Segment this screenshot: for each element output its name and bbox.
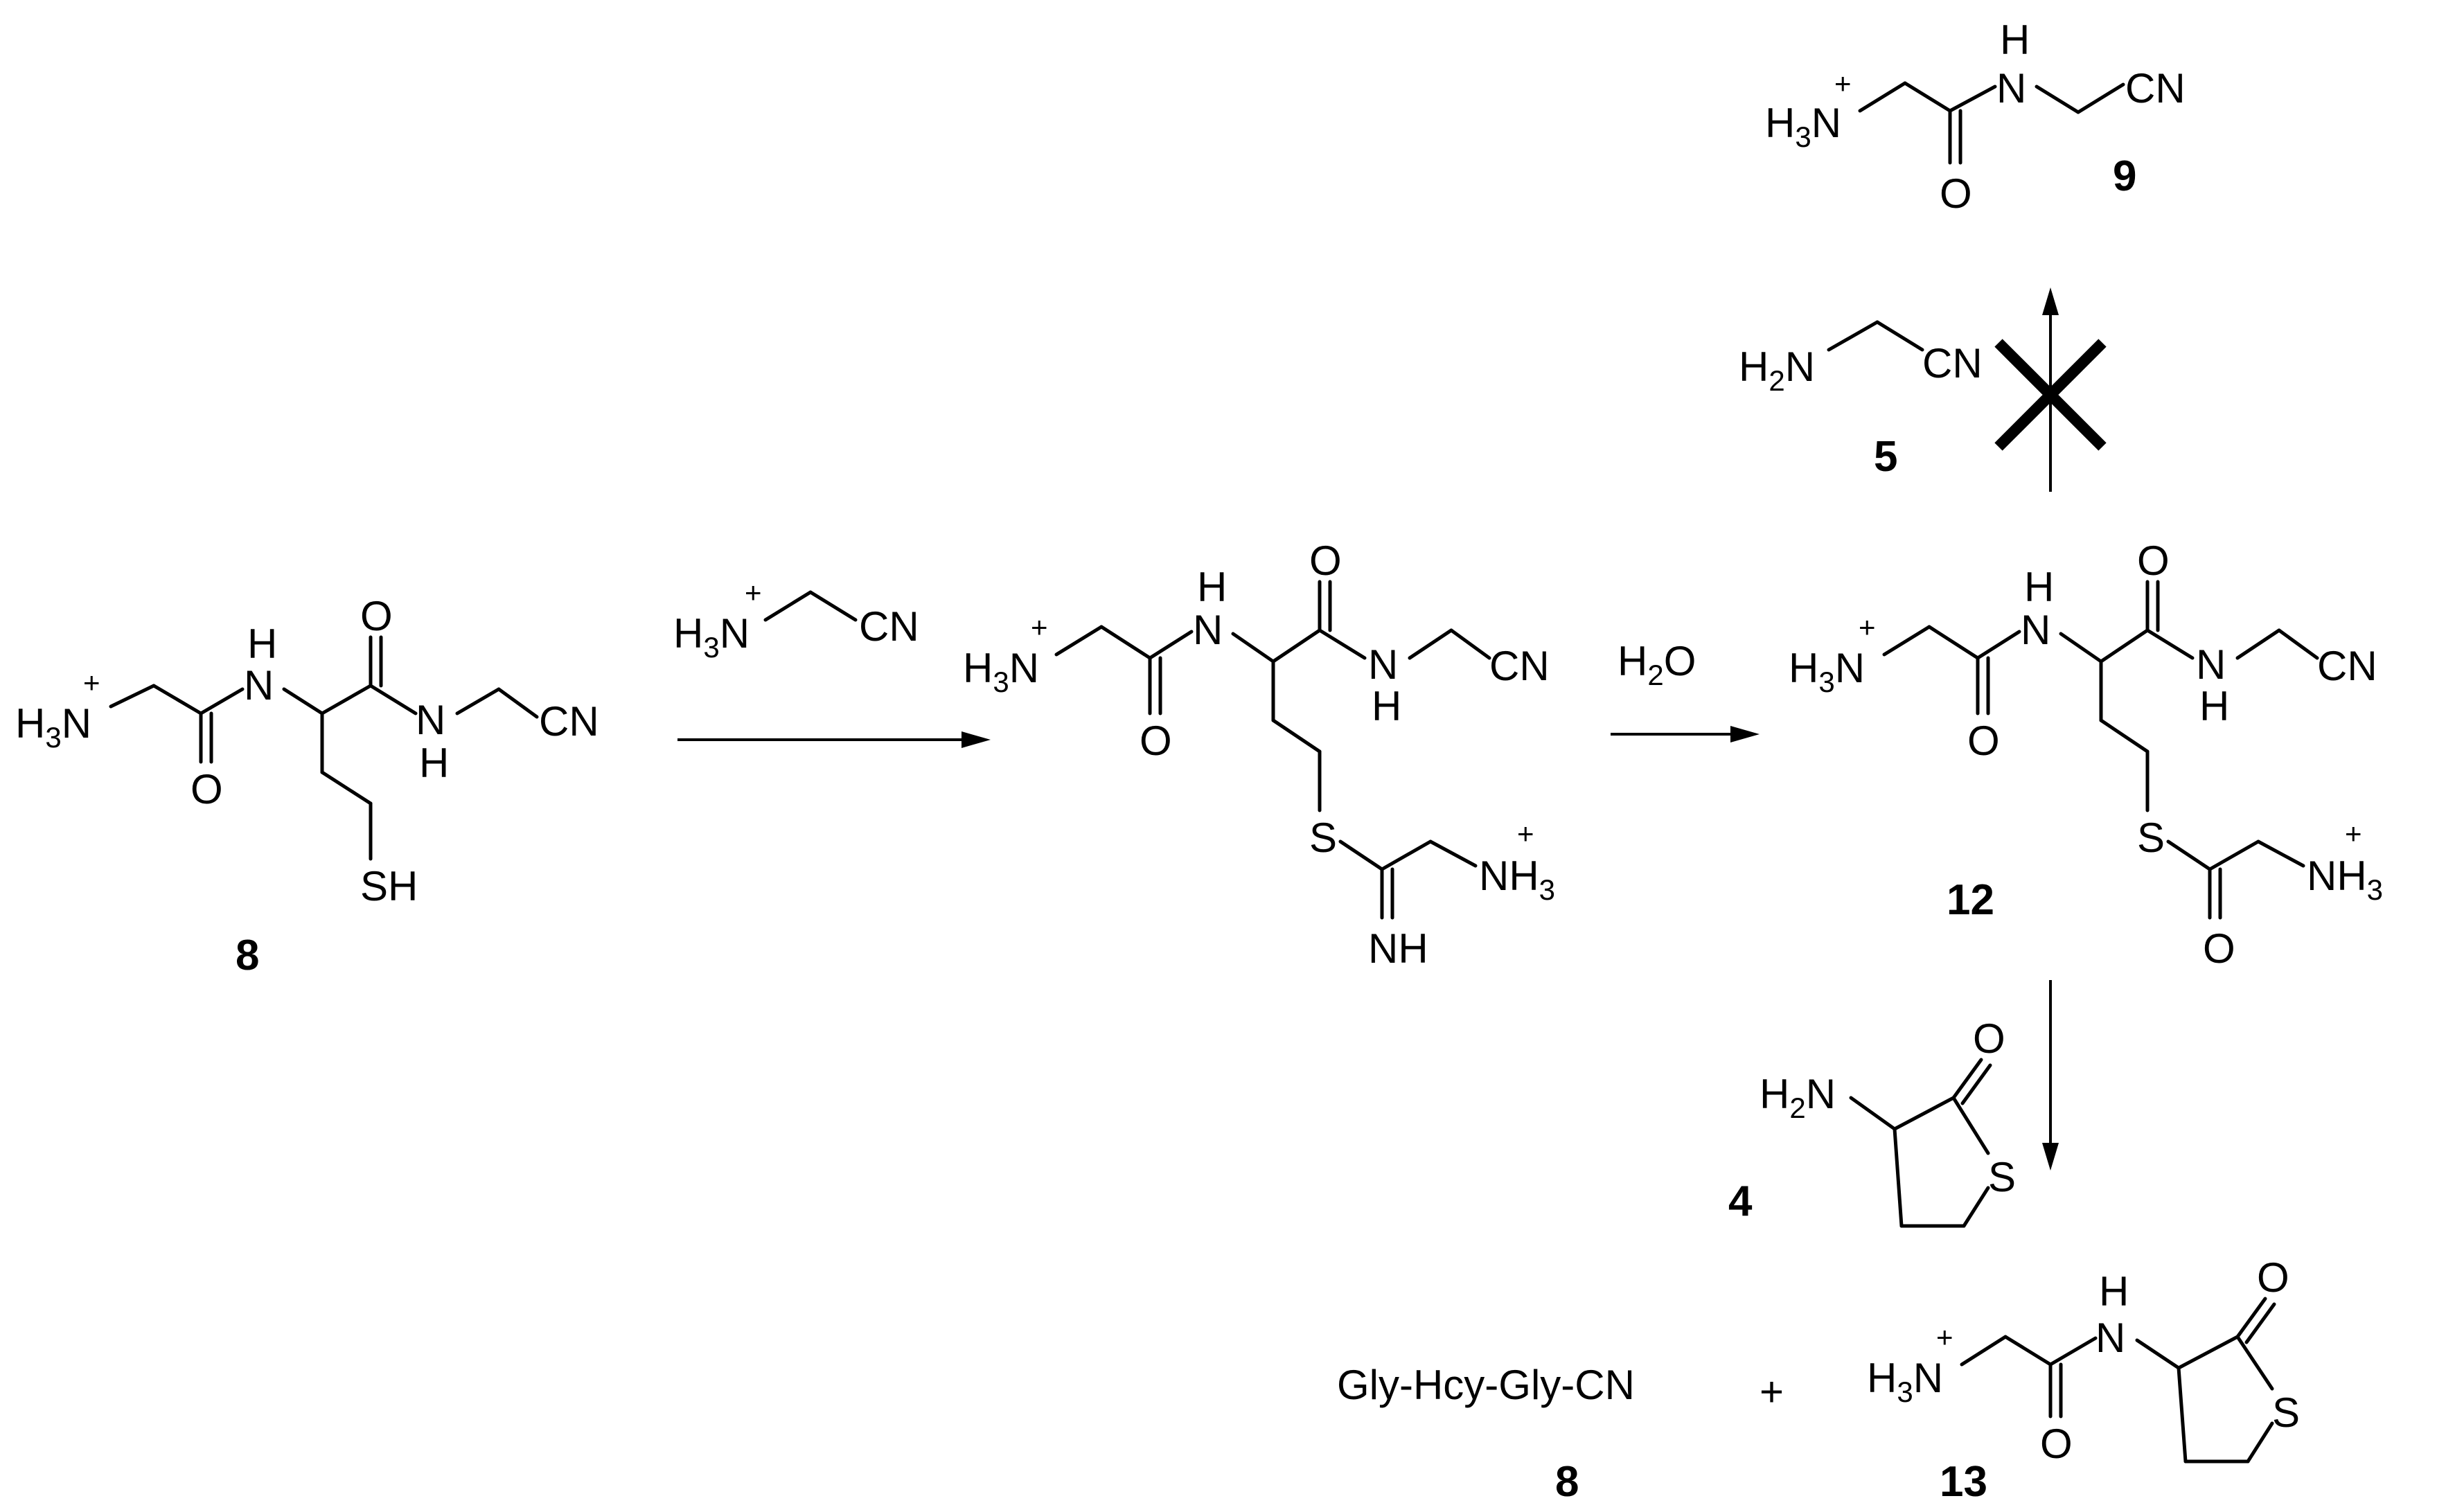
oxygen-label: O	[1967, 718, 2000, 764]
ammonium-label: H3N	[1789, 645, 1865, 698]
oxygen-label: O	[2203, 925, 2235, 972]
plus-sign: +	[1760, 1369, 1784, 1415]
amine-label: H2N	[1739, 344, 1815, 397]
amine-label: H2N	[1760, 1071, 1836, 1124]
compound-5-structure: H2N CN	[1739, 320, 1983, 397]
oxygen-label: O	[1309, 537, 1342, 584]
amide-h-label: H	[247, 621, 277, 667]
compound-9-structure: H3N + O N H CN	[1765, 17, 2186, 217]
compound-number: 4	[1728, 1177, 1753, 1225]
charge-label: +	[1834, 67, 1852, 100]
arrowhead	[961, 731, 991, 748]
nitrile-label: CN	[859, 603, 919, 650]
charge-label: +	[83, 666, 100, 699]
imine-label: NH	[1368, 925, 1428, 972]
oxygen-label: O	[1973, 1015, 2005, 1062]
amide-h-label: H	[2199, 683, 2229, 729]
compound-number: 8	[1555, 1458, 1579, 1506]
ammonium-label: H3N	[1867, 1355, 1943, 1408]
charge-label: +	[1031, 611, 1048, 643]
compound-4-structure: H2N O S	[1760, 1015, 2016, 1228]
peptide-name-label: Gly-Hcy-Gly-CN	[1337, 1362, 1635, 1408]
charge-label: +	[1936, 1321, 1953, 1353]
ammonium-label: NH3	[2307, 853, 2383, 906]
amide-n-label: N	[1996, 65, 2026, 112]
ammonium-label: H3N	[963, 645, 1039, 698]
ammonium-label: NH3	[1479, 853, 1555, 906]
charge-label: +	[2345, 817, 2362, 850]
oxygen-label: O	[2257, 1254, 2289, 1301]
compound-8-structure: H3N + O N H O N H CN SH	[15, 593, 599, 909]
oxygen-label: O	[1940, 170, 1972, 217]
amide-n-label: N	[244, 662, 274, 709]
oxygen-label: O	[1140, 718, 1172, 764]
amide-h-label: H	[2000, 17, 2030, 63]
amide-n-label: N	[2196, 641, 2226, 688]
compound-number: 12	[1947, 876, 1994, 924]
nitrile-label: CN	[2317, 643, 2377, 689]
amide-n-label: N	[2095, 1315, 2125, 1361]
compound-number: 13	[1940, 1458, 1987, 1506]
nitrile-label: CN	[1489, 643, 1550, 689]
charge-label: +	[1517, 817, 1534, 850]
sulfur-label: S	[2272, 1389, 2300, 1436]
compound-number: 5	[1874, 433, 1897, 481]
ammonium-label: H3N	[15, 700, 91, 754]
oxygen-label: O	[360, 593, 393, 639]
nitrile-label: CN	[1922, 340, 1983, 386]
amide-h-label: H	[1372, 683, 1401, 729]
compound-13-structure: H3N + O N H O S	[1867, 1254, 2300, 1467]
charge-label: +	[745, 576, 762, 609]
arrowhead	[2042, 287, 2059, 315]
nitrile-label: CN	[2125, 65, 2186, 112]
sulfur-label: S	[2137, 815, 2165, 861]
arrowhead	[2042, 1143, 2059, 1171]
water-label: H2O	[1618, 638, 1696, 691]
thioimidate-intermediate-structure: H3N + O N H O N H CN S NH NH3 +	[963, 537, 1555, 972]
nitrile-label: CN	[539, 698, 599, 745]
compound-number: 8	[236, 932, 259, 979]
amide-h-label: H	[419, 740, 449, 786]
amide-n-label: N	[1193, 607, 1223, 653]
ammonium-label: H3N	[673, 610, 750, 664]
amide-h-label: H	[2024, 564, 2054, 610]
amide-n-label: N	[1368, 641, 1398, 688]
arrowhead	[1730, 726, 1760, 742]
amide-n-label: N	[416, 697, 445, 743]
sulfur-label: S	[1988, 1154, 2016, 1200]
cross-mark	[1994, 339, 2107, 451]
compound-12-structure: H3N + O N H O N H CN S O NH3 +	[1789, 537, 2383, 972]
charge-label: +	[1859, 611, 1876, 643]
oxygen-label: O	[2137, 537, 2170, 584]
thiol-label: SH	[360, 863, 418, 909]
oxygen-label: O	[190, 766, 223, 812]
amide-n-label: N	[2021, 607, 2050, 653]
oxygen-label: O	[2040, 1421, 2073, 1467]
compound-number: 9	[2113, 152, 2136, 200]
ammonium-label: H3N	[1765, 100, 1841, 153]
aminoacetonitrile-reagent: H3N + CN	[673, 576, 919, 664]
amide-h-label: H	[1197, 564, 1227, 610]
amide-h-label: H	[2099, 1268, 2129, 1315]
sulfur-label: S	[1309, 815, 1337, 861]
